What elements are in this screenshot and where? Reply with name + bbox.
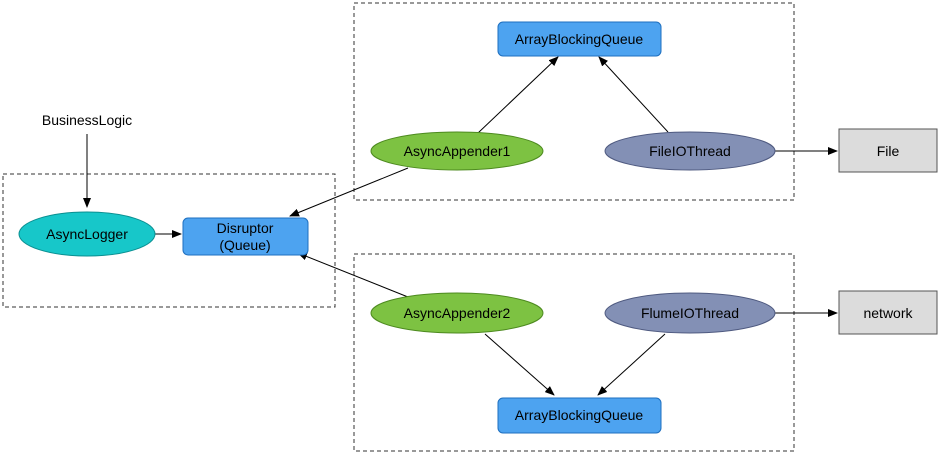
edge-appender1-to-disruptor [289, 167, 409, 217]
appender2-label: AsyncAppender2 [404, 305, 511, 321]
appender1-label: AsyncAppender1 [404, 143, 511, 159]
disruptor-label-line2: (Queue) [219, 237, 270, 253]
edge-flumethread-to-queue-bottom [597, 333, 666, 396]
network-node: network [838, 290, 938, 335]
network-shape [838, 290, 938, 335]
file-shape [838, 128, 938, 173]
edge-appender2-to-disruptor [297, 252, 409, 298]
edge-filethread-to-queue-top [598, 56, 669, 133]
file-thread-label: FileIOThread [649, 143, 731, 159]
queue-top-shape [497, 21, 662, 57]
async-logger-label: AsyncLogger [46, 226, 128, 242]
flume-thread-node: FlumeIOThread [604, 292, 776, 334]
appender1-node: AsyncAppender1 [370, 131, 544, 171]
logger-group [2, 173, 336, 308]
network-label: network [863, 305, 913, 321]
appender2-node: AsyncAppender2 [370, 292, 544, 334]
disruptor-label-line1: Disruptor [217, 220, 274, 236]
file-thread-node: FileIOThread [604, 131, 776, 171]
appender2-shape [370, 292, 544, 334]
queue-top-label: ArrayBlockingQueue [515, 31, 644, 47]
business-logic-label: BusinessLogic [42, 112, 132, 128]
flume-thread-shape [604, 292, 776, 334]
queue-top-node: ArrayBlockingQueue [497, 21, 662, 57]
appender1-group [353, 2, 795, 201]
flume-thread-label: FlumeIOThread [641, 305, 739, 321]
disruptor-shape [182, 217, 309, 256]
disruptor-node: Disruptor (Queue) [182, 217, 309, 256]
edge-appender2-to-queue-bottom [484, 333, 555, 396]
queue-bottom-node: ArrayBlockingQueue [497, 397, 662, 434]
file-label: File [877, 143, 900, 159]
appender2-group [353, 253, 795, 452]
file-thread-shape [604, 131, 776, 171]
file-node: File [838, 128, 938, 173]
async-logger-node: AsyncLogger [18, 211, 156, 257]
edge-appender1-to-queue-top [477, 56, 559, 134]
async-logger-shape [18, 211, 156, 257]
queue-bottom-shape [497, 397, 662, 434]
queue-bottom-label: ArrayBlockingQueue [515, 407, 644, 423]
appender1-shape [370, 131, 544, 171]
